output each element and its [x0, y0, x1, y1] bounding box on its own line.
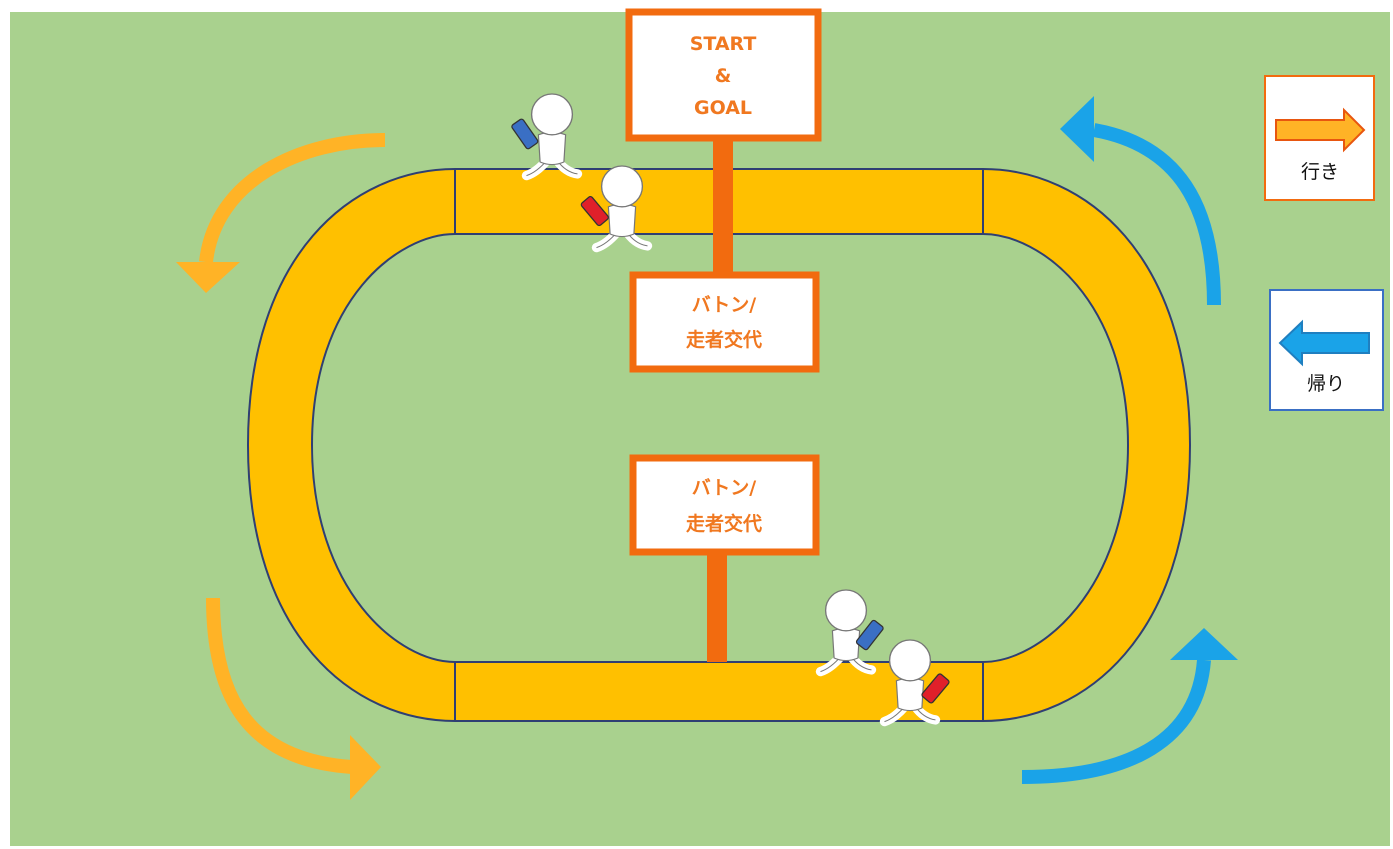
outbound-arrow-bottom-left [206, 597, 381, 800]
return-arrow-bottom-right [1021, 628, 1238, 784]
baton-exchange-sign-top: バトン/ 走者交代 [629, 271, 820, 373]
legend-return-label: 帰り [1307, 373, 1345, 395]
running-track [246, 168, 1192, 722]
return-arrow-top-right [1060, 96, 1221, 306]
baton-bottom-line-2: 走者交代 [686, 512, 762, 535]
runners-group [511, 94, 950, 722]
sign-pole-bottom [707, 550, 727, 662]
legend-outbound-label: 行き [1301, 161, 1339, 183]
baton-bottom-line-1: バトン/ [692, 477, 757, 499]
baton-top-line-1: バトン/ [692, 294, 757, 316]
runner-top-red-device [580, 166, 647, 248]
runner-top-blue-device [511, 94, 578, 176]
device-icon [580, 196, 609, 227]
start-goal-line-1: START [690, 33, 757, 55]
blue-left-arrow-icon [1278, 319, 1370, 367]
device-icon [855, 619, 884, 651]
start-goal-sign: START & GOAL [625, 8, 822, 142]
device-icon [921, 673, 950, 704]
runner-bottom-blue-device [821, 590, 884, 672]
runner-bottom-red-device [885, 640, 950, 722]
baton-top-line-2: 走者交代 [686, 328, 762, 351]
baton-exchange-sign-bottom: バトン/ 走者交代 [629, 454, 820, 556]
device-icon [511, 118, 539, 150]
legend-return: 帰り [1269, 289, 1384, 411]
outbound-arrow-top-left [176, 133, 386, 293]
orange-right-arrow-icon [1275, 107, 1366, 153]
legend-outbound: 行き [1264, 75, 1375, 201]
start-goal-line-3: GOAL [694, 97, 752, 119]
start-goal-line-2: & [715, 65, 732, 87]
sign-pole-top [713, 135, 733, 275]
